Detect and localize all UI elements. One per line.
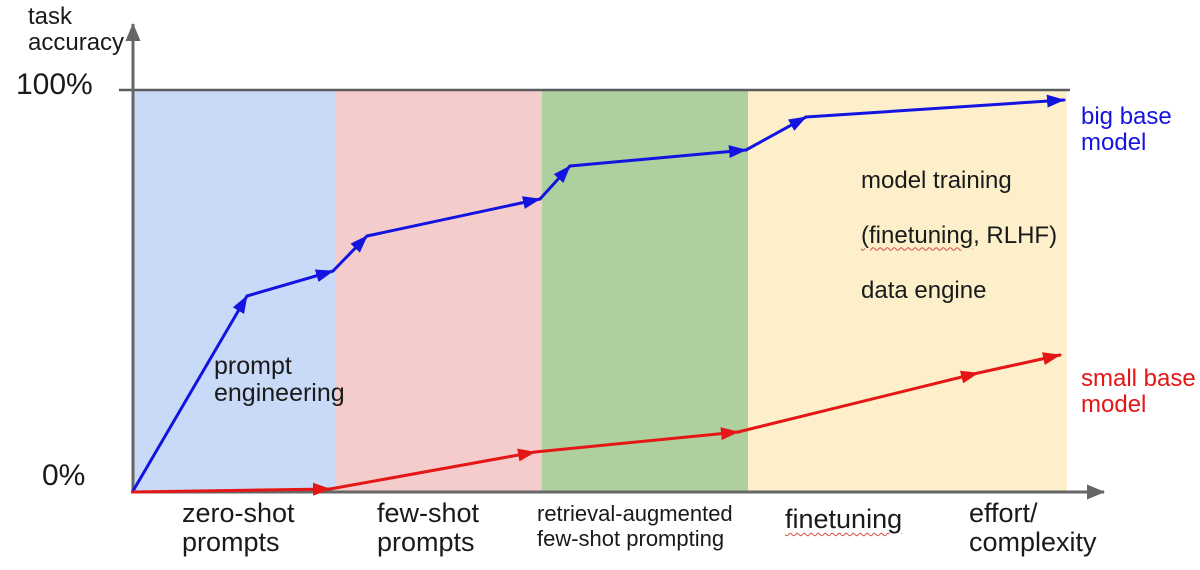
- annotation-model-training-line3: data engine: [861, 276, 987, 304]
- annotation-model-training-line1: model training: [861, 166, 1012, 194]
- small-base-model-line-segment: [131, 482, 332, 496]
- big-base-model-line-segment: [245, 269, 335, 298]
- small-base-model-line-segment: [533, 427, 740, 454]
- big-base-model-line-segment: [538, 164, 572, 201]
- small-base-model-line-segment: [736, 370, 980, 434]
- band-finetuning: [748, 91, 1067, 492]
- annotation-prompt-engineering: prompt engineering: [214, 352, 345, 407]
- annotation-model-training-line2: (finetuning, RLHF): [861, 221, 1058, 249]
- big-base-model-line-segment: [568, 145, 748, 168]
- annotation-model-training: model training (finetuning, RLHF) data e…: [861, 139, 1057, 332]
- big-base-model-line-segment: [131, 294, 249, 493]
- x-axis-title-effort-complexity: effort/ complexity: [969, 498, 1097, 557]
- band-zero-shot: [134, 91, 336, 492]
- big-base-model-line-segment: [744, 115, 808, 152]
- big-base-model-line-segment: [804, 94, 1066, 119]
- small-base-model-line-segment: [976, 352, 1062, 375]
- y-axis-title: task accuracy: [28, 3, 125, 56]
- big-base-model-line-segment: [331, 234, 369, 273]
- series-label-small-base-model: small base model: [1081, 365, 1196, 418]
- finetuning-misspell-squiggle: (finetuning: [861, 221, 974, 249]
- axis-label-retrieval-augmented: retrieval-augmented few-shot prompting: [537, 501, 733, 551]
- small-base-model-line-segment: [328, 448, 537, 491]
- band-few-shot: [336, 91, 542, 492]
- axis-label-zero-shot-prompts: zero-shot prompts: [182, 498, 295, 557]
- y-tick-0-percent: 0%: [42, 459, 86, 492]
- y-tick-100-percent: 100%: [16, 68, 93, 101]
- axis-label-finetuning: finetuning: [785, 505, 902, 534]
- finetuning-misspell-squiggle: finetuning: [785, 504, 903, 534]
- axis-label-few-shot-prompts: few-shot prompts: [377, 498, 480, 557]
- big-base-model-line-segment: [365, 196, 542, 238]
- series-label-big-base-model: big base model: [1081, 103, 1172, 156]
